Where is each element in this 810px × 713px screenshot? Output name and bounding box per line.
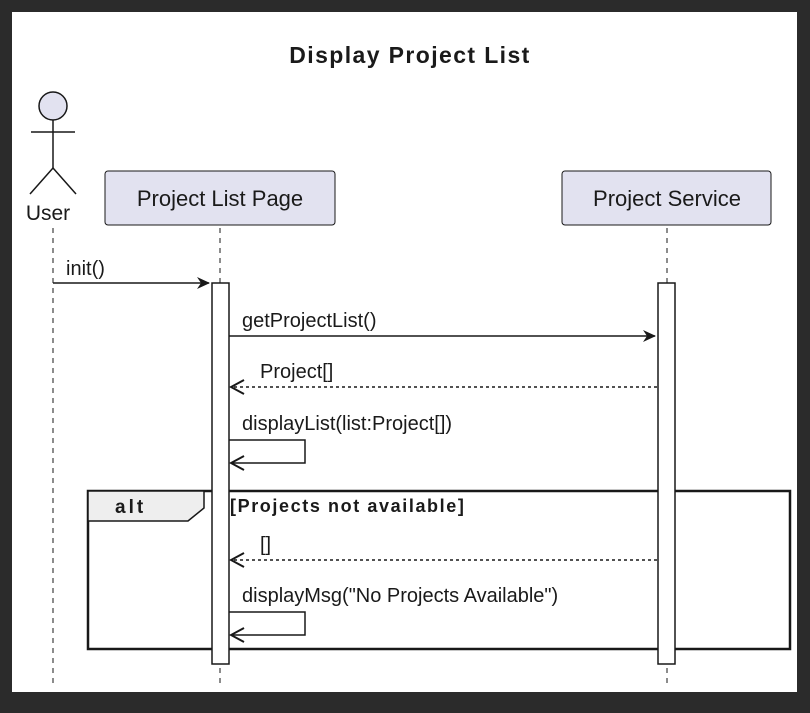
message-label-display-msg: displayMsg("No Projects Available") (242, 585, 558, 607)
participant-label-service: Project Service (593, 186, 741, 211)
message-label-empty-array: [] (260, 534, 271, 556)
message-init: init() (53, 258, 210, 289)
participant-label-page: Project List Page (137, 186, 303, 211)
participant-project-service: Project Service (561, 170, 772, 226)
participant-box-page (104, 170, 336, 226)
alt-fragment: alt [Projects not available] (86, 489, 792, 651)
message-label-init: init() (66, 258, 105, 280)
fragment-tag-box (87, 490, 205, 522)
participant-box-service (561, 170, 772, 226)
message-label-display-list: displayList(list:Project[]) (242, 413, 452, 435)
actor-label-user: User (26, 202, 70, 225)
message-arrow (229, 439, 306, 463)
participant-project-list-page: Project List Page (104, 170, 336, 226)
message-label-project-array: Project[] (260, 361, 333, 383)
diagram-title: Display Project List (289, 42, 530, 68)
actor-right-leg (52, 167, 77, 195)
message-return-empty: [] (231, 534, 657, 560)
activation-bar-service (657, 282, 676, 665)
message-arrow (229, 611, 306, 635)
fragment-frame (86, 489, 792, 651)
message-get-project-list: getProjectList() (229, 310, 656, 342)
actor-head-icon (38, 91, 68, 121)
actor-left-leg (29, 167, 54, 195)
message-display-msg: displayMsg("No Projects Available") (229, 585, 558, 635)
message-return-project-array: Project[] (231, 361, 657, 387)
user-actor: User (26, 91, 77, 225)
fragment-operator: alt (115, 497, 146, 518)
activation-bar-page (211, 282, 230, 665)
fragment-condition: [Projects not available] (230, 496, 465, 516)
message-display-list: displayList(list:Project[]) (229, 413, 452, 463)
message-label-get-project-list: getProjectList() (242, 310, 377, 332)
